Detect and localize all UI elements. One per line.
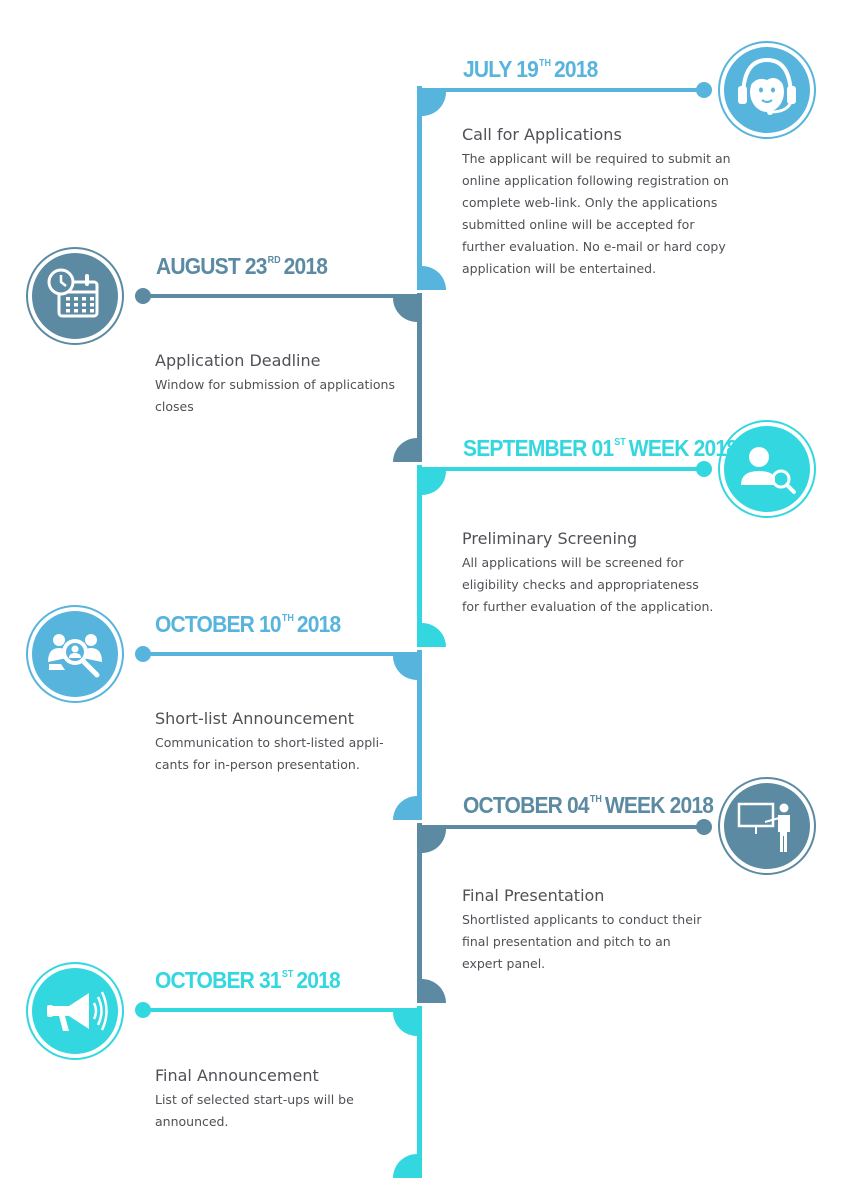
event-date-suffix: WEEK 2018 [604, 793, 714, 819]
event-date-ordinal: TH [281, 612, 294, 624]
timeline-connector-line [417, 88, 704, 92]
timeline-corner-top [422, 829, 446, 853]
person-magnifier-icon [718, 420, 816, 518]
timeline-corner-bottom [422, 623, 446, 647]
event-description: List of selected start-ups will be announ… [155, 1089, 354, 1133]
event-description-line: final presentation and pitch to an [462, 934, 671, 949]
timeline-corner-bottom [422, 266, 446, 290]
timeline-spine-segment [417, 823, 422, 1003]
timeline-connector-line [143, 1008, 417, 1012]
event-description: Communication to short-listed appli-cant… [155, 732, 384, 776]
event-title: Final Announcement [155, 1066, 319, 1085]
event-description-line: cants for in-person presentation. [155, 757, 360, 772]
event-description-line: online application following registratio… [462, 173, 729, 188]
timeline-corner-bottom [422, 979, 446, 1003]
event-date-suffix: 2018 [296, 968, 340, 994]
event-date-main: JULY 19 [463, 57, 539, 83]
timeline-connector-line [143, 652, 417, 656]
event-title: Call for Applications [462, 125, 622, 144]
group-search-icon [26, 605, 124, 703]
event-description-line: closes [155, 399, 194, 414]
event-date-main: OCTOBER 04 [463, 793, 590, 819]
event-date-ordinal: ST [614, 436, 626, 448]
timeline-spine-segment [417, 465, 422, 647]
timeline-connector-line [143, 294, 417, 298]
event-title: Final Presentation [462, 886, 605, 905]
event-description: All applications will be screened for eli… [462, 552, 713, 618]
timeline-step-1 [417, 41, 816, 290]
timeline-corner-top [393, 1012, 417, 1036]
event-date-main: OCTOBER 10 [155, 612, 282, 638]
timeline-connector-line [417, 825, 704, 829]
event-description-line: complete web-link. Only the applications [462, 195, 718, 210]
timeline-corner-bottom [393, 1154, 417, 1178]
timeline-corner-top [422, 471, 446, 495]
event-date-suffix: 2018 [296, 612, 341, 638]
customer-support-headset-icon [718, 41, 816, 139]
event-description-line: eligibility checks and appropriateness [462, 577, 699, 592]
timeline-spine-segment [417, 293, 422, 462]
event-title: Short-list Announcement [155, 709, 355, 728]
timeline-dot [135, 646, 151, 662]
event-description: The applicant will be required to submit… [462, 148, 731, 280]
event-description-line: for further evaluation of the applicatio… [462, 599, 714, 614]
event-description-line: further evaluation. No e-mail or hard co… [462, 239, 726, 254]
presenter-board-icon [718, 777, 816, 875]
timeline-step-4 [26, 605, 422, 820]
event-date-ordinal: ST [281, 968, 294, 980]
timeline-step-5 [417, 777, 816, 1003]
event-description: Shortlisted applicants to conduct their f… [462, 909, 702, 975]
event-description-line: Shortlisted applicants to conduct their [462, 912, 702, 927]
event-description-line: expert panel. [462, 956, 546, 971]
event-date-suffix: 2018 [283, 254, 328, 280]
event-date-main: SEPTEMBER 01 [463, 436, 614, 462]
timeline-dot [696, 819, 712, 835]
event-date-ordinal: RD [267, 254, 281, 266]
timeline-dot [135, 288, 151, 304]
event-description-line: List of selected start-ups will be [155, 1092, 354, 1107]
event-description-line: announced. [155, 1114, 229, 1129]
timeline-step-2 [26, 247, 422, 462]
timeline-dot [696, 461, 712, 477]
event-title: Preliminary Screening [462, 529, 638, 548]
event-description: Window for submission of applications clo… [155, 374, 395, 418]
event-date-main: AUGUST 23 [156, 254, 267, 280]
timeline-corner-bottom [393, 796, 417, 820]
timeline-dot [696, 82, 712, 98]
event-description-line: Communication to short-listed appli- [155, 735, 384, 750]
event-description-line: All applications will be screened for [462, 555, 684, 570]
event-date-ordinal: TH [538, 57, 551, 69]
timeline-corner-top [393, 656, 417, 680]
timeline-spine-segment [417, 1006, 422, 1178]
timeline-dot [135, 1002, 151, 1018]
timeline-spine-segment [417, 86, 422, 290]
event-date-suffix: 2018 [553, 57, 598, 83]
event-description-line: Window for submission of applications [155, 377, 395, 392]
timeline-connector-line [417, 467, 704, 471]
timeline-step-3 [417, 420, 816, 647]
timeline-corner-top [393, 298, 417, 322]
timeline-corner-top [422, 92, 446, 116]
calendar-clock-icon [26, 247, 124, 345]
timeline-step-6 [26, 962, 422, 1178]
megaphone-icon [26, 962, 124, 1060]
timeline-spine-segment [417, 650, 422, 820]
event-date-ordinal: TH [589, 793, 602, 805]
event-date-main: OCTOBER 31 [155, 968, 282, 994]
timeline-corner-bottom [393, 438, 417, 462]
event-description-line: application will be entertained. [462, 261, 657, 276]
event-description-line: submitted online will be accepted for [462, 217, 695, 232]
event-date-suffix: WEEK 2018 [628, 436, 738, 462]
event-description-line: The applicant will be required to submit… [462, 151, 731, 166]
event-title: Application Deadline [155, 351, 321, 370]
